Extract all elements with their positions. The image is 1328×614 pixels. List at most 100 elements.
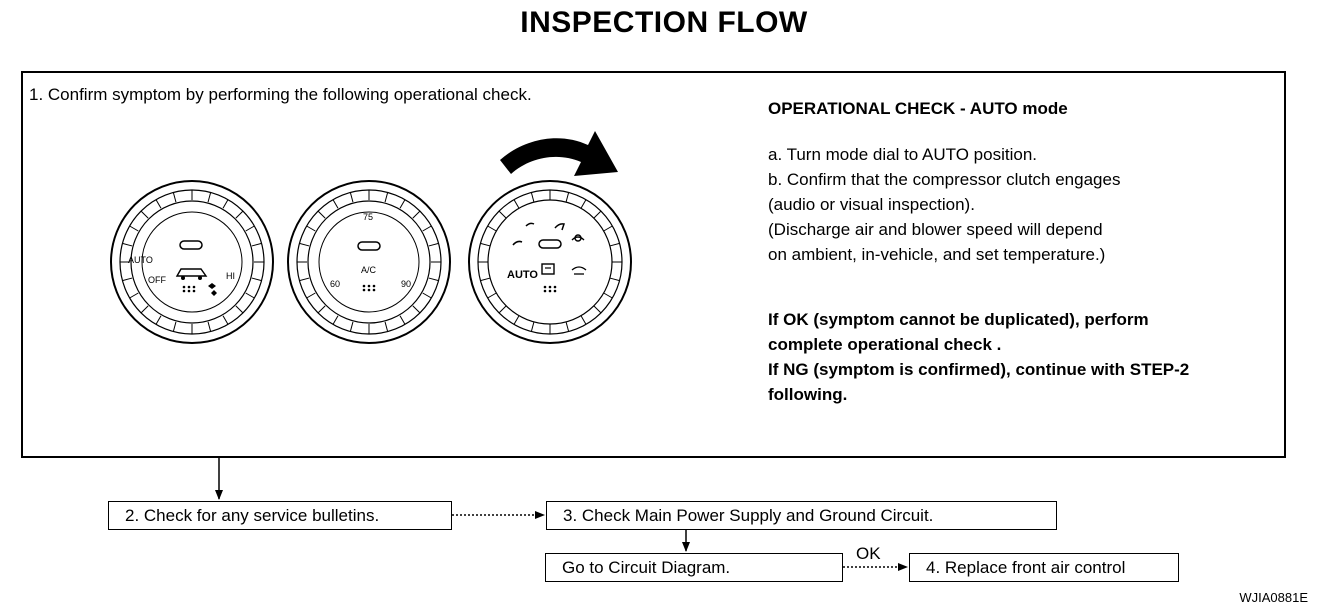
dial-tick [299, 242, 310, 247]
recirculation-icon [541, 263, 555, 275]
step-1-box [21, 71, 1286, 458]
step-2-box: 2. Check for any service bulletins. [108, 501, 452, 530]
dial-tick [480, 242, 491, 247]
defrost-icon [571, 234, 585, 242]
fan-auto-label: AUTO [128, 255, 153, 265]
dial-tick [384, 192, 389, 203]
result-line: following. [768, 385, 848, 404]
dial-tick [530, 321, 535, 332]
defrost-grid-icon [543, 285, 557, 293]
step-4-box: 4. Replace front air control [909, 553, 1179, 582]
dial-tick [513, 315, 520, 325]
dial-tick [207, 192, 212, 203]
dial-tick [306, 225, 316, 232]
dial-tick [251, 242, 262, 247]
dial-tick [412, 210, 421, 219]
dial-tick [609, 277, 620, 282]
dial-tick [317, 305, 326, 314]
temp-top-label: 75 [363, 212, 373, 222]
instruction-line: (Discharge air and blower speed will dep… [768, 220, 1103, 239]
dial-tick [251, 277, 262, 282]
dial-tick [513, 199, 520, 209]
dial-tick [222, 199, 229, 209]
dial-tick [299, 277, 310, 282]
dial-tick [172, 192, 177, 203]
dial-tick [129, 225, 139, 232]
dial-tick [245, 292, 255, 299]
dial-tick [399, 199, 406, 209]
dial-tick [399, 315, 406, 325]
dial-ticks [120, 190, 264, 334]
dial-tick [480, 277, 491, 282]
temperature-dial: 75 A/C 60 90 [287, 180, 451, 344]
rotate-arrow-icon [500, 131, 618, 176]
dial-tick [332, 315, 339, 325]
figure-id: WJIA0881E [1239, 590, 1308, 605]
dial-tick [530, 192, 535, 203]
dial-tick [603, 292, 613, 299]
dial-tick [317, 210, 326, 219]
operational-check-result: If OK (symptom cannot be duplicated), pe… [768, 307, 1189, 407]
dial-tick [422, 292, 432, 299]
car-icon [175, 268, 208, 280]
result-line: complete operational check . [768, 335, 1002, 354]
dial-tick [122, 242, 133, 247]
dial-tick [593, 210, 602, 219]
fan-hi-label: HI [226, 271, 235, 281]
fan-speed-dial: AUTO OFF HI [110, 180, 274, 344]
fan-icon [208, 283, 217, 296]
page-title: INSPECTION FLOW [520, 6, 808, 39]
mode-auto-label: AUTO [507, 269, 538, 281]
dial-tick [349, 192, 354, 203]
dial-tick [565, 321, 570, 332]
mode-dial: AUTO [468, 180, 632, 344]
temp-high-label: 90 [401, 279, 411, 289]
indicator-slot [179, 240, 203, 250]
dial-tick [412, 305, 421, 314]
operational-check-instructions: a. Turn mode dial to AUTO position. b. C… [768, 142, 1120, 267]
dial-tick [593, 305, 602, 314]
dial-tick [245, 225, 255, 232]
dial-ticks [478, 190, 622, 334]
dial-tick [580, 315, 587, 325]
goto-circuit-diagram-box: Go to Circuit Diagram. [545, 553, 843, 582]
dial-tick [155, 315, 162, 325]
indicator-slot [538, 239, 562, 249]
dial-tick [235, 305, 244, 314]
dial-tick [172, 321, 177, 332]
dial-tick [349, 321, 354, 332]
defrost-grid-icon [182, 285, 196, 293]
defrost-grid-icon [362, 284, 376, 292]
ok-label: OK [856, 544, 881, 563]
dial-tick [140, 305, 149, 314]
vent-foot-icon [554, 223, 565, 231]
dial-tick [306, 292, 316, 299]
dial-tick [498, 305, 507, 314]
temp-low-label: 60 [330, 279, 340, 289]
dial-tick [384, 321, 389, 332]
step-1-label: 1. Confirm symptom by performing the fol… [29, 85, 532, 104]
dial-tick [565, 192, 570, 203]
instruction-line: (audio or visual inspection). [768, 195, 975, 214]
dial-tick [428, 277, 439, 282]
vent-face-icon [512, 222, 535, 246]
dial-tick [422, 225, 432, 232]
dial-tick [332, 199, 339, 209]
dial-tick [222, 315, 229, 325]
dial-tick [207, 321, 212, 332]
dial-tick [155, 199, 162, 209]
ac-label: A/C [361, 265, 377, 275]
dial-tick [498, 210, 507, 219]
dial-tick [428, 242, 439, 247]
result-line: If OK (symptom cannot be duplicated), pe… [768, 310, 1149, 329]
flow-connectors [215, 458, 908, 571]
step-3-box: 3. Check Main Power Supply and Ground Ci… [546, 501, 1057, 530]
dial-tick [603, 225, 613, 232]
dial-tick [580, 199, 587, 209]
dial-tick [140, 210, 149, 219]
fan-off-label: OFF [148, 275, 166, 285]
dial-tick [609, 242, 620, 247]
rear-defrost-icon [571, 266, 587, 275]
dial-tick [487, 225, 497, 232]
